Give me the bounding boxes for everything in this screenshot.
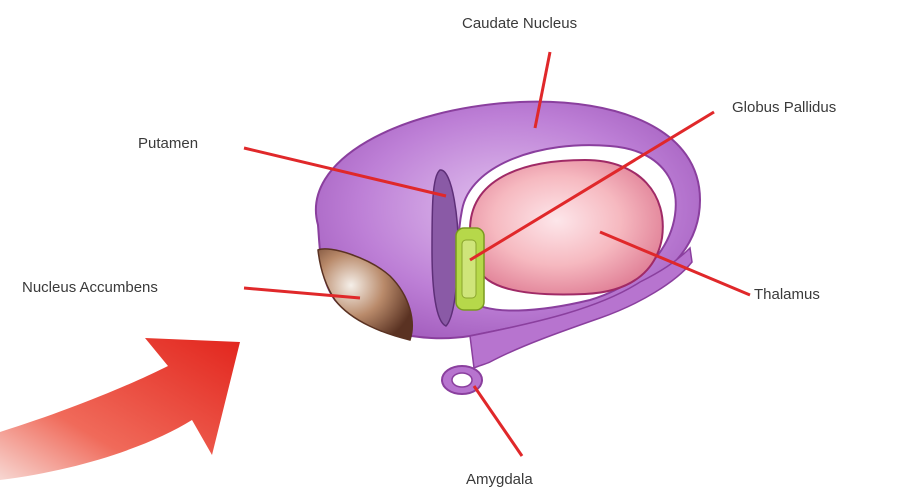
amygdala-label: Amygdala [466, 471, 533, 488]
caudate-nucleus-label: Caudate Nucleus [462, 15, 577, 32]
thalamus-label: Thalamus [754, 286, 820, 303]
globus-pallidus-inner [462, 240, 476, 298]
nucleus-accumbens-label: Nucleus Accumbens [22, 279, 158, 296]
thalamus-shape [470, 160, 663, 294]
amygdala-inner [452, 373, 472, 387]
amygdala-leader-line [474, 386, 522, 456]
globus-pallidus-label: Globus Pallidus [732, 99, 836, 116]
putamen-label: Putamen [138, 135, 198, 152]
pointer-arrow [0, 338, 240, 480]
